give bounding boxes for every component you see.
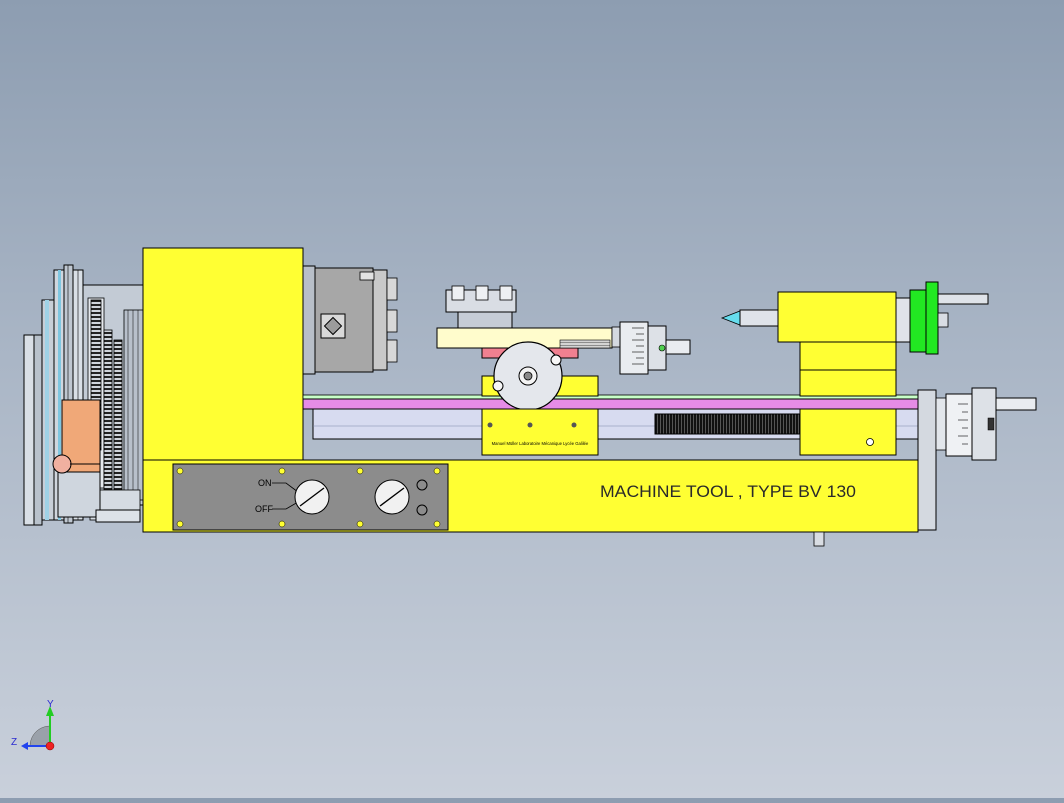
headstock xyxy=(142,247,316,461)
off-label: OFF xyxy=(255,504,273,514)
apron-label: Manuel Müller Laboratoire Mécanique Lycé… xyxy=(492,441,589,446)
machine-title: MACHINE TOOL , TYPE BV 130 xyxy=(600,482,856,501)
motor xyxy=(52,399,141,523)
x-axis-icon xyxy=(45,741,55,751)
tailstock xyxy=(720,281,989,456)
on-label: ON xyxy=(258,478,272,488)
carriage: Manuel Müller Laboratoire Mécanique Lycé… xyxy=(436,285,613,456)
y-axis-label: Y xyxy=(47,699,54,710)
z-axis-label: Z xyxy=(11,737,17,748)
lead-screw xyxy=(654,413,808,435)
cross-slide-dial xyxy=(611,321,691,375)
chuck xyxy=(314,267,398,373)
axis-triad: Y Z xyxy=(11,699,55,751)
power-switch[interactable] xyxy=(294,479,330,515)
leadscrew-dial xyxy=(917,387,1037,531)
speed-selector[interactable] xyxy=(374,479,428,516)
